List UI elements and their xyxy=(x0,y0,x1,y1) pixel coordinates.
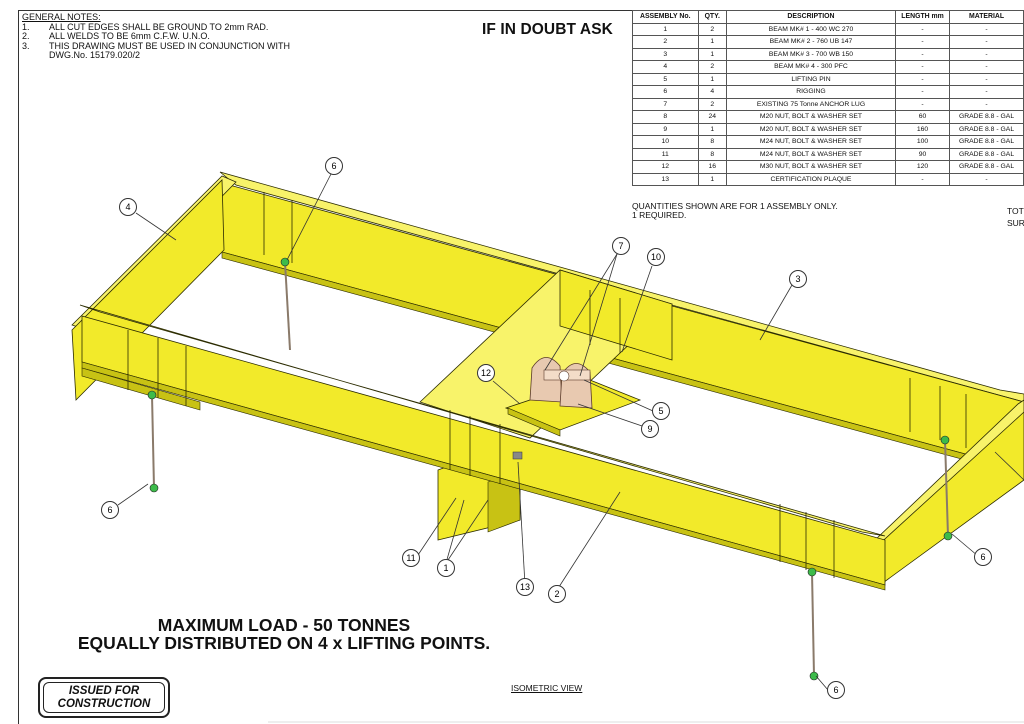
rigging-chain-rear-right xyxy=(944,439,949,537)
sheet-border-left xyxy=(18,10,19,724)
rigging-chain-rear-left xyxy=(284,261,291,351)
svg-text:12: 12 xyxy=(481,368,491,378)
bom-cell: 8 xyxy=(697,135,727,149)
stamp-line: ISSUED FOR xyxy=(68,685,140,697)
view-title: ISOMETRIC VIEW xyxy=(511,683,583,693)
svg-text:6: 6 xyxy=(107,505,112,515)
bom-cell: 1 xyxy=(697,172,727,186)
certification-plaque xyxy=(512,451,523,460)
bom-cell: 1 xyxy=(697,72,727,86)
svg-text:6: 6 xyxy=(331,161,336,171)
note-number: 1. xyxy=(22,21,30,32)
svg-text:4: 4 xyxy=(125,202,130,212)
if-in-doubt-banner: IF IN DOUBT ASK xyxy=(482,21,613,38)
shackle-icon xyxy=(147,390,157,400)
truncated-side-note: TOT SUR xyxy=(1007,205,1024,229)
stiffeners xyxy=(127,192,967,578)
bom-cell: - xyxy=(895,47,951,61)
balloon-6: 6 xyxy=(974,548,992,566)
leader-lines xyxy=(117,173,1024,691)
notes-heading: GENERAL NOTES: xyxy=(22,12,101,22)
note-text: THIS DRAWING MUST BE USED IN CONJUNCTION… xyxy=(49,40,291,51)
svg-text:11: 11 xyxy=(406,553,415,563)
svg-text:10: 10 xyxy=(651,252,661,262)
general-notes: GENERAL NOTES: 1. ALL CUT EDGES SHALL BE … xyxy=(22,12,291,61)
svg-text:13: 13 xyxy=(520,582,530,592)
maximum-load-line: EQUALLY DISTRIBUTED ON 4 x LIFTING POINT… xyxy=(77,633,491,653)
note-number: 3. xyxy=(22,40,30,51)
rigging-chain-front-right xyxy=(811,571,815,677)
sheet-bottom-edge xyxy=(268,721,1024,723)
rigging-chain-front-left xyxy=(151,394,155,489)
balloon-11: 11 xyxy=(402,549,420,567)
bill-of-materials-table: ASSEMBLY No. QTY. DESCRIPTION LENGTH mm … xyxy=(632,10,1024,186)
bom-cell: - xyxy=(895,172,951,186)
svg-text:9: 9 xyxy=(647,424,652,434)
quantity-note: QUANTITIES SHOWN ARE FOR 1 ASSEMBLY ONLY… xyxy=(632,202,838,220)
svg-text:6: 6 xyxy=(833,685,838,695)
shackle-icon xyxy=(943,531,953,541)
balloon-3: 3 xyxy=(789,270,807,288)
balloon-5: 5 xyxy=(652,402,670,420)
note-item: 3. THIS DRAWING MUST BE USED IN CONJUNCTI… xyxy=(22,40,291,52)
quantity-note-line: QUANTITIES SHOWN ARE FOR 1 ASSEMBLY ONLY… xyxy=(632,201,838,211)
balloon-12: 12 xyxy=(477,364,495,382)
issued-for-construction-stamp: ISSUED FOR CONSTRUCTION xyxy=(38,677,170,718)
bom-cell: 2 xyxy=(697,22,727,36)
balloon-9: 9 xyxy=(641,420,659,438)
maximum-load-line: MAXIMUM LOAD - 50 TONNES xyxy=(157,615,411,635)
balloon-6: 6 xyxy=(325,157,343,175)
note-item: 1. ALL CUT EDGES SHALL BE GROUND TO 2mm R… xyxy=(22,21,290,33)
svg-text:6: 6 xyxy=(980,552,985,562)
anchor-lug-assembly xyxy=(504,357,642,437)
svg-text:7: 7 xyxy=(618,241,623,251)
bom-cell: - xyxy=(949,172,1024,186)
shackle-icon xyxy=(149,483,159,493)
balloon-7: 7 xyxy=(612,237,630,255)
note-continuation: DWG.No. 15179.020/2 xyxy=(49,50,141,60)
balloon-13: 13 xyxy=(516,578,534,596)
stamp-line: CONSTRUCTION xyxy=(57,697,151,710)
shackle-icon xyxy=(809,671,819,681)
svg-text:1: 1 xyxy=(443,563,448,573)
shackle-icon xyxy=(940,435,950,445)
maximum-load-note: MAXIMUM LOAD - 50 TONNES EQUALLY DISTRIB… xyxy=(0,616,568,652)
truncated-note-line: SUR xyxy=(1007,218,1024,228)
item-balloons: 4 6 7 10 3 12 5 9 6 6 6 11 1 13 2 xyxy=(101,157,992,699)
beam-mk2-front xyxy=(79,304,886,591)
note-item: 2. ALL WELDS TO BE 6mm C.F.W. U.N.O. xyxy=(22,31,290,42)
note-text: ALL CUT EDGES SHALL BE GROUND TO 2mm RAD… xyxy=(49,21,269,32)
truncated-note-line: TOT xyxy=(1007,206,1024,216)
note-text: ALL WELDS TO BE 6mm C.F.W. U.N.O. xyxy=(49,31,210,41)
note-number: 2. xyxy=(22,31,30,41)
svg-text:2: 2 xyxy=(554,589,559,599)
balloon-4: 4 xyxy=(119,198,137,216)
svg-text:5: 5 xyxy=(658,406,663,416)
quantity-note-line: 1 REQUIRED. xyxy=(632,210,687,220)
sheet-border-top xyxy=(18,10,1024,11)
balloon-6: 6 xyxy=(101,501,119,519)
balloon-2: 2 xyxy=(548,585,566,603)
balloon-1: 1 xyxy=(437,559,455,577)
svg-text:3: 3 xyxy=(795,274,800,284)
balloon-6: 6 xyxy=(827,681,845,699)
shackle-icon xyxy=(807,567,817,577)
bom-cell: 1 xyxy=(697,35,727,49)
balloon-10: 10 xyxy=(647,248,665,266)
rigging xyxy=(147,257,953,681)
